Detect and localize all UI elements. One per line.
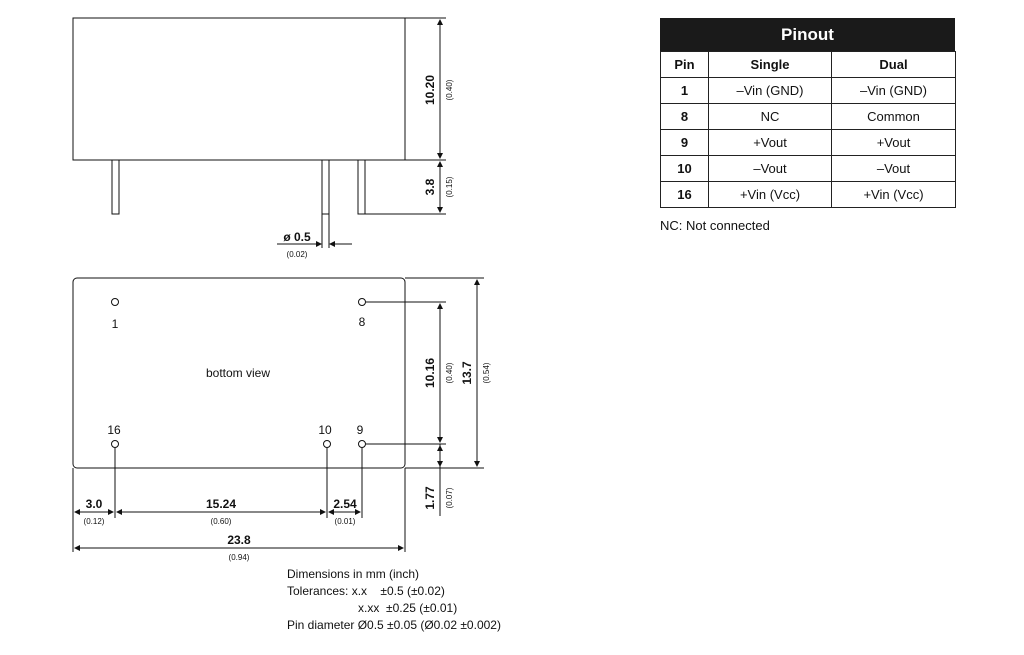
note-pin-diameter: Pin diameter Ø0.5 ±0.05 (Ø0.02 ±0.002) [287, 618, 501, 632]
pin-number: 1 [660, 77, 709, 104]
side-pin [321, 159, 330, 215]
dim-body-height-bottom-inch: (0.54) [482, 362, 491, 383]
pin-hole-10 [323, 440, 331, 448]
dim-pin-diameter-inch: (0.02) [287, 250, 308, 259]
pin-hole-1 [111, 298, 119, 306]
dim-body-height-bottom: 13.7 [460, 361, 474, 385]
single-function: +Vin (Vcc) [708, 181, 832, 208]
dual-function: +Vout [831, 129, 956, 156]
header-dual: Dual [831, 51, 956, 78]
pin-label-8: 8 [359, 315, 366, 329]
side-pin [111, 159, 120, 215]
dim-pin-spacing-h2: 2.54 [333, 497, 357, 511]
dim-pin-spacing-v: 10.16 [423, 358, 437, 388]
dim-pin-spacing-h: 15.24 [206, 497, 236, 511]
pin-hole-16 [111, 440, 119, 448]
side-view [72, 17, 446, 248]
dim-body-height: 10.20 [423, 75, 437, 105]
single-function: +Vout [708, 129, 832, 156]
header-single: Single [708, 51, 832, 78]
pin-number: 9 [660, 129, 709, 156]
dim-edge-offset-h: 3.0 [86, 497, 103, 511]
pinout-row: 1 –Vin (GND) –Vin (GND) [660, 77, 956, 104]
dim-body-width: 23.8 [227, 533, 251, 547]
dim-pin-length-inch: (0.15) [445, 176, 454, 197]
pinout-row: 8 NC Common [660, 103, 956, 130]
pin-number: 10 [660, 155, 709, 182]
note-tolerance-xx: Tolerances: x.x ±0.5 (±0.02) [287, 584, 445, 598]
dim-body-width-inch: (0.94) [229, 553, 250, 562]
pin-hole-9 [358, 440, 366, 448]
single-function: –Vin (GND) [708, 77, 832, 104]
dim-pin-spacing-h-inch: (0.60) [211, 517, 232, 526]
pinout-row: 16 +Vin (Vcc) +Vin (Vcc) [660, 181, 956, 208]
dim-pin-diameter: ø 0.5 [283, 230, 311, 244]
side-body [72, 17, 406, 161]
note-tolerance-xxx: x.xx ±0.25 (±0.01) [358, 601, 457, 615]
nc-note: NC: Not connected [660, 218, 770, 233]
dual-function: –Vin (GND) [831, 77, 956, 104]
dim-edge-offset-v: 1.77 [423, 486, 437, 510]
pin-number: 8 [660, 103, 709, 130]
pin-hole-8 [358, 298, 366, 306]
dim-body-height-inch: (0.40) [445, 79, 454, 100]
dim-edge-offset-v-inch: (0.07) [445, 487, 454, 508]
dim-pin-spacing-h2-inch: (0.01) [335, 517, 356, 526]
dual-function: Common [831, 103, 956, 130]
header-pin: Pin [660, 51, 709, 78]
pinout-title: Pinout [660, 18, 955, 51]
dual-function: +Vin (Vcc) [831, 181, 956, 208]
pin-label-10: 10 [318, 423, 332, 437]
bottom-view [72, 277, 484, 552]
pinout-row: 9 +Vout +Vout [660, 129, 956, 156]
pin-label-16: 16 [107, 423, 121, 437]
pinout-row: 10 –Vout –Vout [660, 155, 956, 182]
side-pin [357, 159, 366, 215]
pinout-table: Pinout Pin Single Dual 1 –Vin (GND) –Vin… [660, 18, 956, 208]
single-function: NC [708, 103, 832, 130]
single-function: –Vout [708, 155, 832, 182]
bottom-view-label: bottom view [206, 366, 270, 380]
note-dimensions: Dimensions in mm (inch) [287, 567, 419, 581]
bottom-body [72, 277, 406, 469]
pin-label-1: 1 [112, 317, 119, 331]
pinout-header-row: Pin Single Dual [660, 51, 956, 78]
pin-label-9: 9 [357, 423, 364, 437]
pin-number: 16 [660, 181, 709, 208]
dim-pin-length: 3.8 [423, 178, 437, 195]
dim-pin-spacing-v-inch: (0.40) [445, 362, 454, 383]
dual-function: –Vout [831, 155, 956, 182]
dim-edge-offset-h-inch: (0.12) [84, 517, 105, 526]
mechanical-drawing: 10.20 (0.40) 3.8 (0.15) ø 0.5 (0.02) bot… [72, 17, 501, 632]
